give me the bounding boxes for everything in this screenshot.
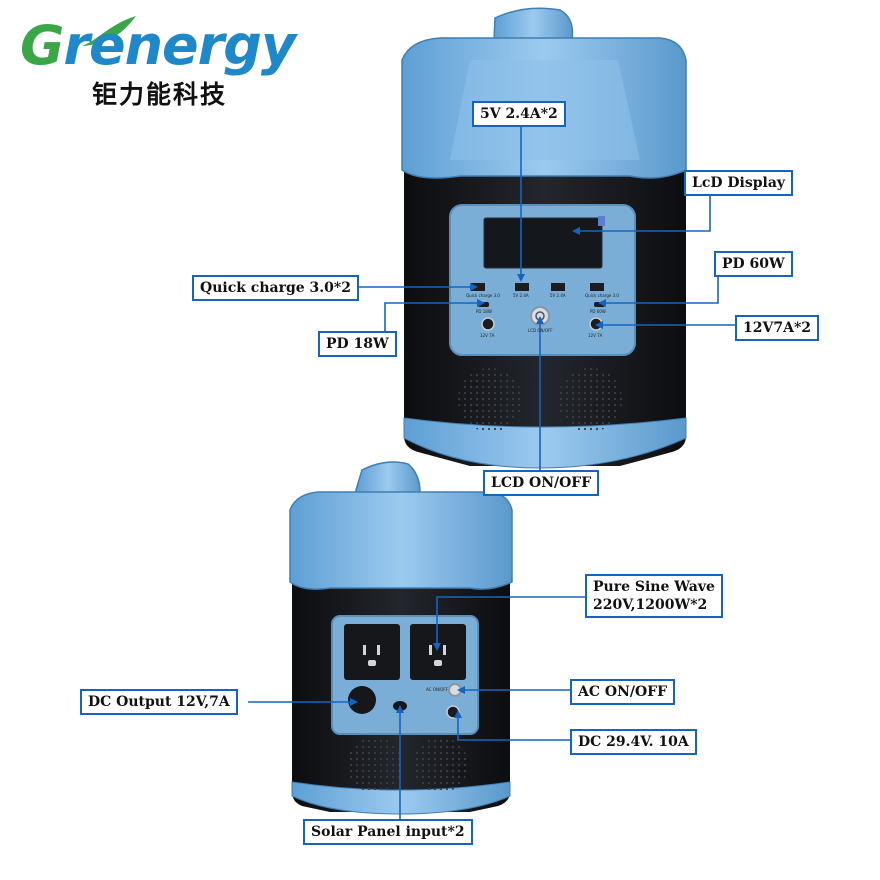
panel-label-ac-onoff: AC ON/OFF (426, 687, 448, 692)
callout-ac-onoff: AC ON/OFF (570, 679, 676, 705)
brand-logo: Grenergy (20, 14, 296, 77)
back-device (289, 461, 513, 815)
logo-first-letter: G (20, 14, 64, 77)
callout-dc-output: DC Output 12V,7A (80, 689, 238, 715)
panel-label-dc-1: 12V 7A (480, 333, 495, 338)
callout-dc-12v7a: 12V7A*2 (735, 315, 820, 341)
panel-label-quick-charge: Quick charge 3.0 (466, 293, 500, 298)
panel-label-lcd-onoff: LCD ON/OFF (528, 328, 553, 333)
front-device (401, 7, 687, 469)
panel-label-pd-18w: PD 18W (476, 309, 492, 314)
leader-lines (248, 127, 735, 822)
callout-pure-sine-wave: Pure Sine Wave 220V,1200W*2 (585, 574, 723, 618)
callout-lcd-display: LcD Display (684, 170, 794, 196)
callout-pd-18w: PD 18W (318, 331, 397, 357)
panel-label-pd-60w: PD 60W (590, 309, 606, 314)
panel-label-usb-2: 5V 2.4A (550, 293, 566, 298)
callout-solar-input: Solar Panel input*2 (303, 819, 473, 845)
leaf-icon (82, 16, 136, 46)
panel-label-dc-2: 12V 7A (588, 333, 603, 338)
arrowheads (350, 227, 606, 718)
panel-label-usb-1: 5V 2.4A (513, 293, 529, 298)
callout-usb-5v: 5V 2.4A*2 (472, 101, 566, 127)
pure-sine-line-1: Pure Sine Wave (593, 579, 715, 595)
pure-sine-line-2: 220V,1200W*2 (593, 597, 708, 613)
callout-pd-60w: PD 60W (714, 251, 793, 277)
logo-rest: renergy (63, 14, 296, 77)
panel-label-quick-charge-2: Quick charge 3.0 (585, 293, 619, 298)
logo-chinese: 钜力能科技 (92, 80, 228, 109)
callout-lcd-onoff: LCD ON/OFF (483, 470, 600, 496)
callout-quick-charge: Quick charge 3.0*2 (192, 275, 359, 301)
callout-dc-input: DC 29.4V. 10A (570, 729, 697, 755)
